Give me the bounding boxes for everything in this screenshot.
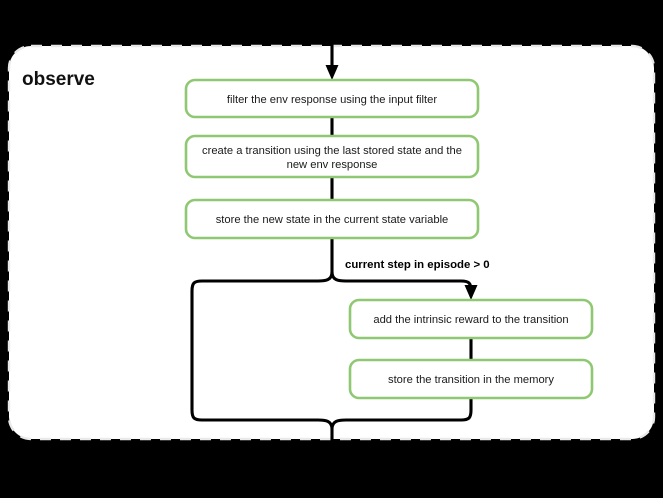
node-box-add-intrinsic-reward[interactable]: [348, 298, 594, 340]
node-label-create-transition-line2: new env response: [287, 159, 378, 171]
node-label-store-new-state: store the new state in the current state…: [216, 214, 449, 226]
node-box-store-new-state[interactable]: [184, 198, 480, 240]
node-label-add-intrinsic-reward: add the intrinsic reward to the transiti…: [373, 314, 568, 326]
node-label-store-transition-memory: store the transition in the memory: [388, 374, 554, 386]
node-label-filter-env-response: filter the env response using the input …: [227, 94, 437, 106]
edge-node5-to-exit: [330, 398, 473, 430]
group-title-observe: observe: [22, 69, 95, 90]
node-box-filter-env-response[interactable]: [184, 78, 480, 119]
edge-label-current-step-condition: current step in episode > 0: [345, 259, 490, 271]
node-box-store-transition-memory[interactable]: [348, 358, 594, 400]
node-label-create-transition-line1: create a transition using the last store…: [202, 145, 462, 157]
edge-bypass-branch: [190, 271, 334, 430]
arrowhead-entry-to-node1: [325, 65, 339, 80]
arrowhead-branch-to-node4: [464, 285, 478, 300]
node-box-create-transition[interactable]: [184, 134, 480, 179]
